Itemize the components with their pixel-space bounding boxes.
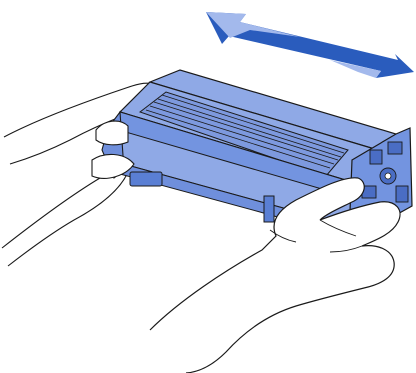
center-tab xyxy=(264,196,274,222)
gear-hub xyxy=(385,173,391,179)
left-clip xyxy=(130,172,162,186)
shake-direction-arrow xyxy=(206,12,414,78)
left-lower-arm xyxy=(2,172,128,266)
